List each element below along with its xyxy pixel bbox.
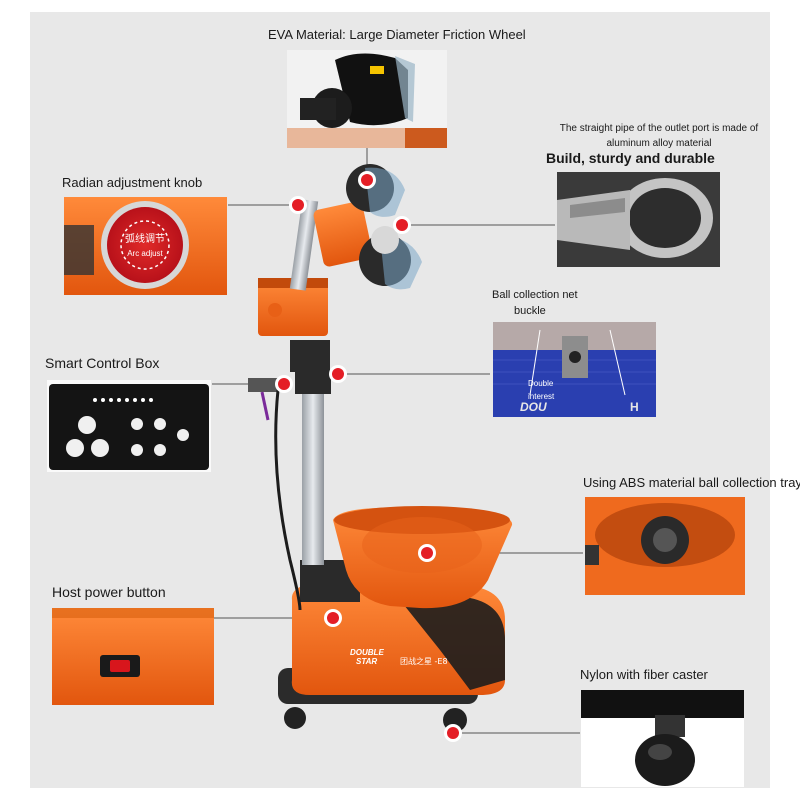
marker-dot-icon (361, 174, 373, 186)
caster-photo (581, 690, 744, 787)
callout-control-box: Smart Control Box (45, 355, 160, 371)
abs-tray-photo (585, 497, 745, 595)
power-switch-icon (110, 660, 130, 672)
callout-friction-wheel: EVA Material: Large Diameter Friction Wh… (268, 27, 526, 42)
callout-radian-knob: Radian adjustment knob (62, 175, 203, 190)
control-box-photo (47, 378, 278, 472)
marker-dot-icon (421, 547, 433, 559)
robot-machine (258, 164, 513, 732)
callout-power-button: Host power button (52, 584, 166, 600)
marker-dot-icon (292, 199, 304, 211)
callout-abs-tray: Using ABS material ball collection tray (583, 475, 800, 490)
marker-dots (275, 171, 462, 742)
net-text-brand-tail: H (630, 400, 639, 414)
callout-caster: Nylon with fiber caster (580, 667, 708, 682)
marker-dot-icon (278, 378, 290, 390)
power-button-photo (52, 608, 214, 705)
friction-wheel-photo (287, 50, 447, 148)
callout-outlet-pipe-sub: Build, sturdy and durable (546, 150, 715, 166)
marker-dot-icon (327, 612, 339, 624)
net-text-brand: DOU (520, 400, 547, 414)
net-text-double: Double (528, 379, 554, 388)
caster-wheel-icon (635, 734, 695, 786)
marker-dot-icon (447, 727, 459, 739)
net-text-interest: interest (528, 392, 555, 401)
machine-brand-line1: DOUBLE (350, 648, 384, 657)
outlet-pipe-photo (557, 172, 720, 267)
marker-dot-icon (396, 219, 408, 231)
callout-net-buckle-line2: buckle (514, 305, 546, 317)
marker-dot-icon (332, 368, 344, 380)
radian-knob-photo (64, 197, 227, 295)
knob-text-cn: 弧线调节 (125, 232, 165, 245)
machine-model: 团战之星 -E8 (400, 656, 448, 666)
net-buckle-photo (493, 322, 656, 417)
knob-text-en: Arc adjust (127, 249, 163, 258)
callout-outlet-pipe: The straight pipe of the outlet port is … (559, 123, 759, 149)
callout-net-buckle-line1: Ball collection net (492, 289, 578, 301)
machine-brand-line2: STAR (356, 657, 377, 666)
